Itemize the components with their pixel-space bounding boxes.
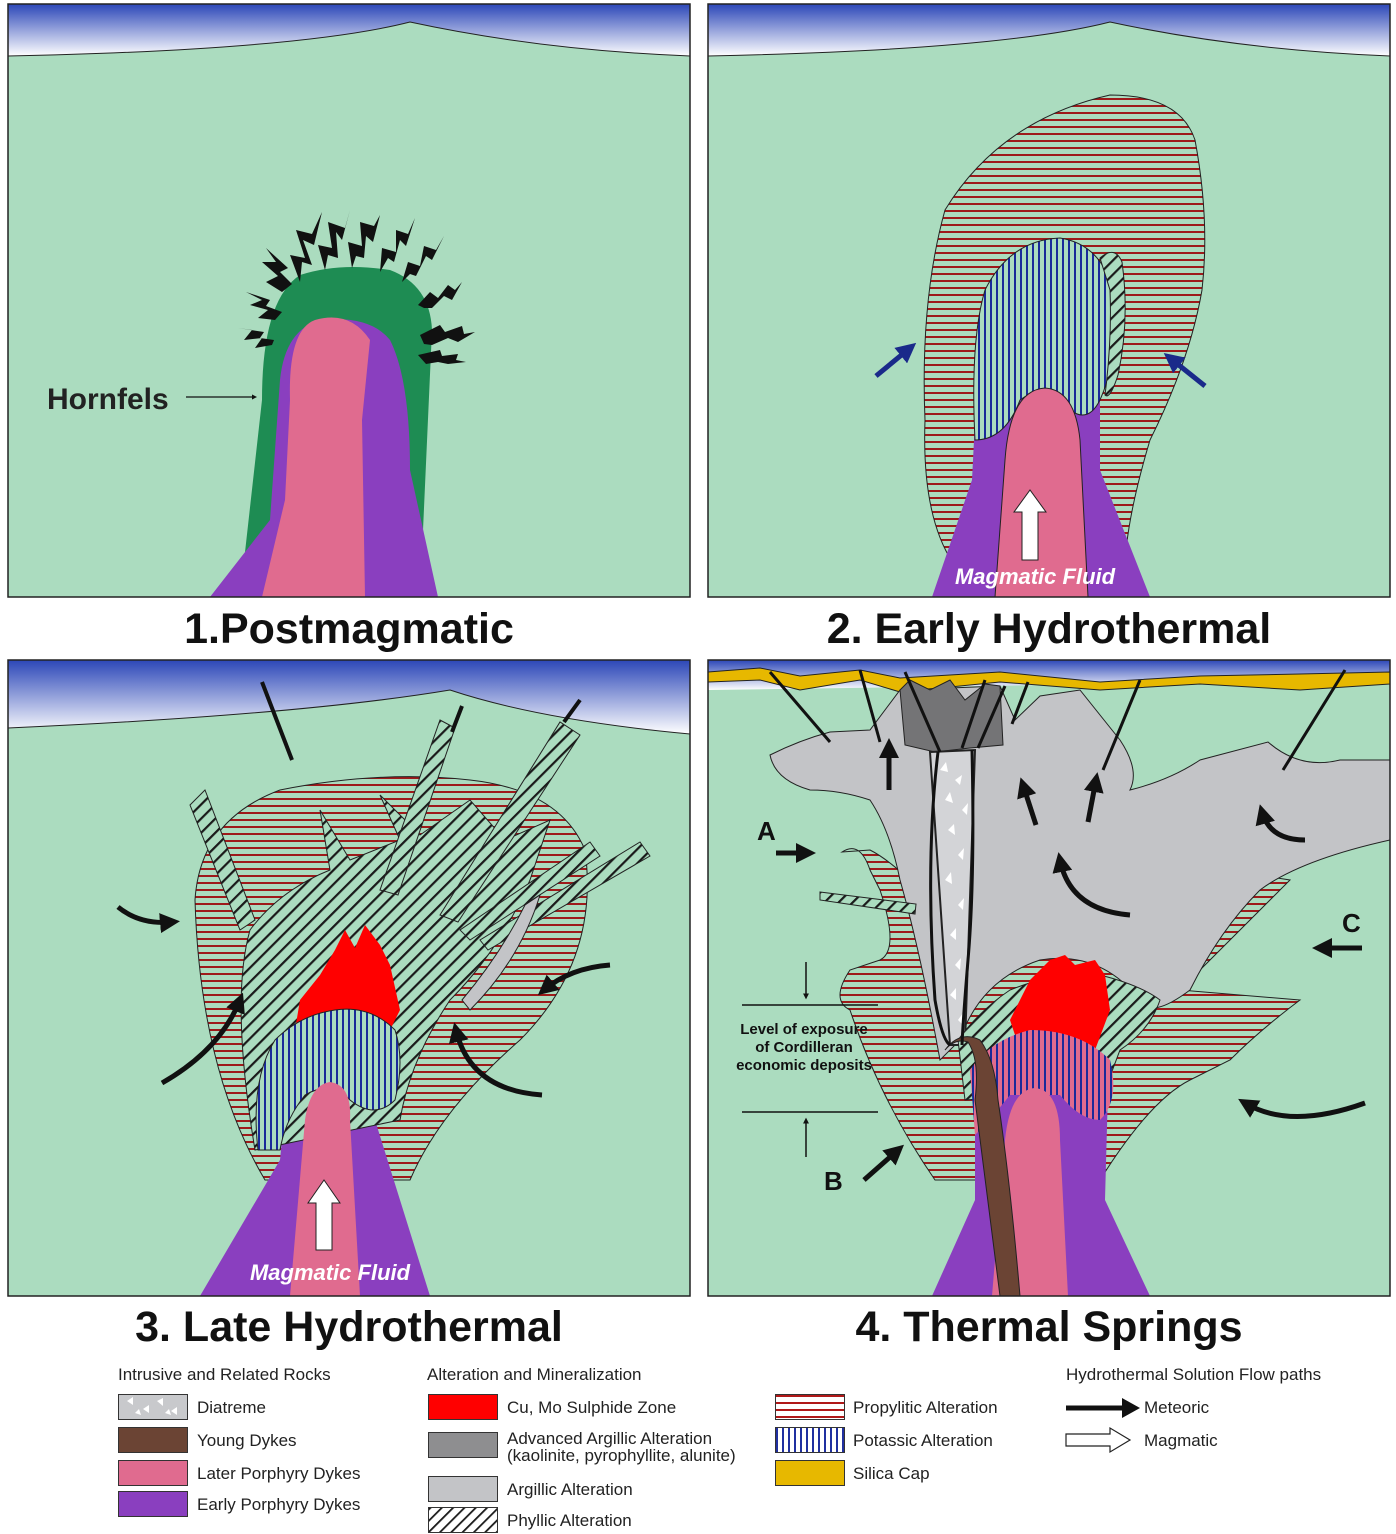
phyllic-swatch <box>428 1507 498 1533</box>
legend-argillic-label: Argillic Alteration <box>507 1480 633 1499</box>
legend-flow-title: Hydrothermal Solution Flow paths <box>1066 1365 1321 1385</box>
potassic-hatch-icon <box>776 1428 844 1452</box>
legend-potassic-label: Potassic Alteration <box>853 1431 993 1450</box>
panel-4: A C B Level of exposure of Cordilleran e… <box>708 660 1390 1296</box>
exposure-line-2: of Cordilleran <box>755 1039 853 1056</box>
legend-magmatic-label: Magmatic <box>1144 1431 1218 1450</box>
advanced-argillic-swatch <box>428 1432 498 1458</box>
exposure-line-3: economic deposits <box>736 1057 872 1074</box>
legend-diatreme-label: Diatreme <box>197 1398 266 1417</box>
panel-2: Magmatic Fluid <box>708 4 1390 597</box>
argillic-swatch <box>428 1476 498 1502</box>
panel-4-title: 4. Thermal Springs <box>708 1303 1390 1352</box>
panel-1: Hornfels <box>8 4 690 597</box>
early-porphyry-swatch <box>118 1491 188 1517</box>
propylitic-swatch <box>775 1394 845 1420</box>
legend-young-dykes-label: Young Dykes <box>197 1431 297 1450</box>
label-b: B <box>824 1166 843 1196</box>
potassic-swatch <box>775 1427 845 1453</box>
legend-alteration-title: Alteration and Mineralization <box>427 1365 642 1385</box>
legend-magmatic-arrow <box>1066 1428 1130 1452</box>
legend-phyllic-label: Phyllic Alteration <box>507 1511 632 1530</box>
advanced-argillic-zone <box>900 680 1003 752</box>
legend-meteoric-label: Meteoric <box>1144 1398 1209 1417</box>
legend-intrusive-title: Intrusive and Related Rocks <box>118 1365 331 1385</box>
legend-silica-cap-label: Silica Cap <box>853 1464 930 1483</box>
legend-early-porphyry-label: Early Porphyry Dykes <box>197 1495 360 1514</box>
legend-later-porphyry-label: Later Porphyry Dykes <box>197 1464 360 1483</box>
panel-3-title: 3. Late Hydrothermal <box>8 1303 690 1352</box>
legend-meteoric-arrow <box>1066 1398 1140 1418</box>
exposure-line-1: Level of exposure <box>740 1021 868 1038</box>
label-a: A <box>757 816 776 846</box>
legend-sulphide-label: Cu, Mo Sulphide Zone <box>507 1398 676 1417</box>
panel-3: Magmatic Fluid <box>8 660 690 1296</box>
phyllic-hatch-icon <box>429 1508 497 1532</box>
magmatic-fluid-label: Magmatic Fluid <box>250 1260 411 1285</box>
propylitic-hatch-icon <box>776 1395 844 1419</box>
sulphide-swatch <box>428 1394 498 1420</box>
legend-propylitic-label: Propylitic Alteration <box>853 1398 998 1417</box>
panel-2-title: 2. Early Hydrothermal <box>708 605 1390 654</box>
later-porphyry-swatch <box>118 1460 188 1486</box>
panel-1-title: 1.Postmagmatic <box>8 605 690 654</box>
diatreme-swatch <box>118 1394 188 1420</box>
hornfels-label: Hornfels <box>47 383 169 416</box>
legend-advanced-argillic-sublabel: (kaolinite, pyrophyllite, alunite) <box>507 1446 736 1465</box>
label-c: C <box>1342 908 1361 938</box>
magmatic-fluid-label: Magmatic Fluid <box>955 564 1116 589</box>
young-dykes-swatch <box>118 1427 188 1453</box>
diatreme-clast-icon <box>119 1395 187 1419</box>
silica-cap-swatch <box>775 1460 845 1486</box>
